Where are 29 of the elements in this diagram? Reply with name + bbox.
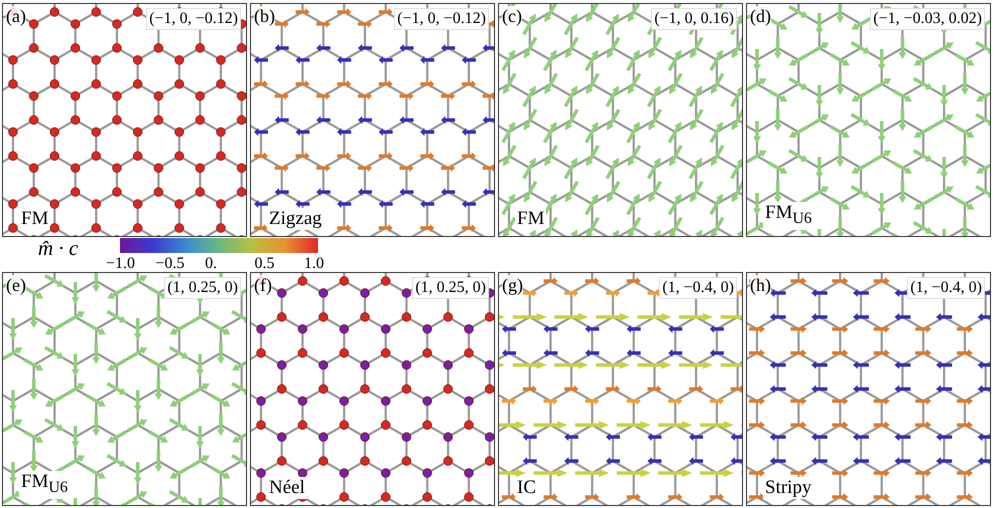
tick-label: 1.0: [304, 255, 324, 273]
parameter-label: (−1, −0.03, 0.02): [870, 8, 985, 30]
phase-label: Stripy: [763, 477, 814, 499]
panel-label: (g): [502, 275, 523, 295]
panel-label: (b): [254, 6, 275, 26]
panel-label: (c): [502, 6, 522, 26]
tick-label: 0.: [205, 255, 217, 273]
phase-label: FM: [515, 208, 546, 230]
tick-label: −0.5: [156, 255, 185, 273]
phase-label: FM$_{U6}$: [763, 202, 814, 230]
panel-label: (d): [750, 6, 771, 26]
panel-label: (h): [750, 275, 771, 295]
parameter-label: (−1, 0, −0.12): [146, 8, 241, 30]
parameter-label: (−1, 0, −0.12): [394, 8, 489, 30]
colorbar-label: m̂ · c: [38, 236, 78, 261]
phase-label: IC: [515, 477, 538, 499]
parameter-label: (−1, 0, 0.16): [651, 8, 737, 30]
panel-label: (a): [6, 6, 26, 26]
parameter-label: (1, −0.4, 0): [659, 277, 737, 299]
panel-label: (f): [254, 275, 272, 295]
tick-label: −1.0: [106, 255, 136, 273]
parameter-label: (1, −0.4, 0): [907, 277, 985, 299]
phase-label: Néel: [267, 477, 307, 499]
phase-label: Zigzag: [267, 208, 324, 230]
phase-label: FM$_{U6}$: [19, 471, 70, 499]
parameter-label: (1, 0.25, 0): [412, 277, 489, 299]
panel-label: (e): [6, 275, 26, 295]
parameter-label: (1, 0.25, 0): [164, 277, 241, 299]
tick-label: 0.5: [254, 255, 274, 273]
